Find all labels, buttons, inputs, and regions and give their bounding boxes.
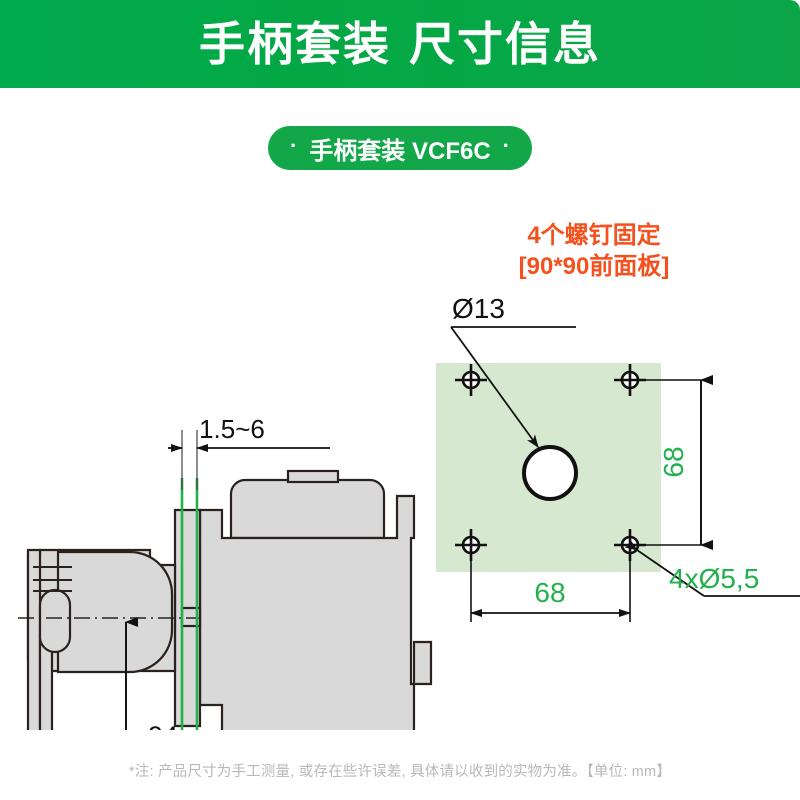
- page-title-part2: 尺寸信息: [409, 18, 601, 70]
- badge-right-dot-icon: ·: [502, 133, 510, 158]
- handle-inner-round: [56, 550, 174, 674]
- footer-note: *注: 产品尺寸为手工测量, 或存在些许误差, 具体请以收到的实物为准。【单位:…: [128, 764, 672, 780]
- side-view-group: 1.5~6 94 65 90: [18, 414, 433, 730]
- screw-hole-crosshairs: [455, 364, 646, 561]
- screw-hole-top-right: [614, 364, 646, 396]
- body-main-block: [198, 494, 433, 730]
- model-badge: · 手柄套装 VCF6C ·: [267, 126, 532, 170]
- front-view-group: 4个螺钉固定 [90*90前面板] Ø13: [436, 221, 800, 622]
- label-center-hole: Ø13: [452, 293, 505, 324]
- dim-panel-thickness: 1.5~6: [168, 414, 330, 452]
- screw-hole-bottom-left: [455, 529, 487, 561]
- badge-left-dot-icon: ·: [289, 133, 298, 158]
- screw-hole-top-left: [455, 364, 487, 396]
- dim-label-94: 94: [148, 721, 178, 730]
- page-title-part1: 手柄套装: [199, 18, 391, 70]
- dim-label-pitch-vertical: 68: [658, 446, 689, 477]
- handle-oval-hole: [38, 588, 72, 654]
- leader-center-hole: [450, 326, 576, 448]
- dim-label-pitch-horizontal: 68: [534, 577, 565, 608]
- badge-label: 手柄套装 VCF6C: [309, 137, 491, 165]
- label-screw-holes: 4xØ5,5: [669, 563, 759, 594]
- badge-row: · 手柄套装 VCF6C ·: [0, 126, 800, 170]
- dim-pitch-vertical: 68: [646, 375, 713, 550]
- dim-pitch-horizontal: 68: [470, 561, 631, 622]
- callout-screws-line1: 4个螺钉固定: [527, 221, 660, 249]
- callout-screws-line2: [90*90前面板]: [519, 252, 670, 280]
- dim-height-94: 94: [125, 617, 178, 730]
- page-title: 手柄套装尺寸信息: [199, 21, 601, 67]
- technical-drawing: 1.5~6 94 65 90 4个螺钉固定 [90*90前面板]: [18, 221, 800, 730]
- center-hole: [522, 445, 578, 501]
- dim-label-thickness: 1.5~6: [199, 414, 265, 444]
- body-top-cap: [229, 478, 386, 540]
- handle-grip: [26, 548, 42, 730]
- body-top-tab: [286, 469, 340, 484]
- header-banner: 手柄套装尺寸信息: [0, 0, 800, 88]
- leader-screw-holes: [624, 539, 800, 597]
